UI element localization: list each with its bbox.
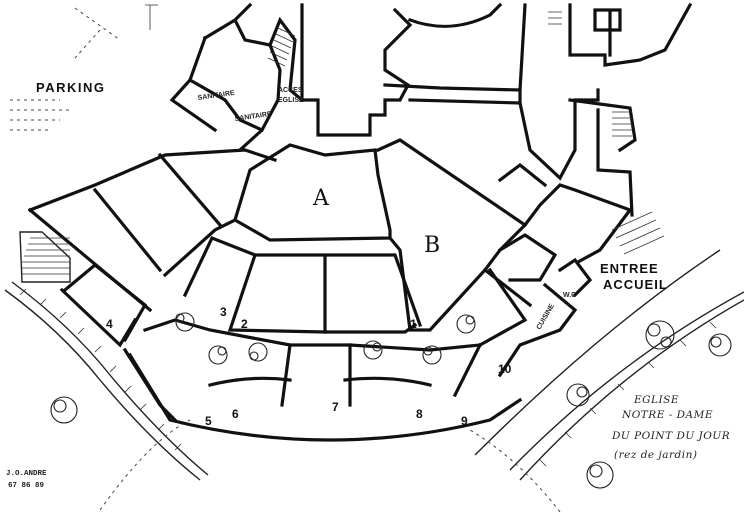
acces-label-line2: EGLISE — [278, 97, 304, 104]
hall-a-label: A — [312, 186, 330, 211]
room-number-10: 10 — [498, 362, 512, 376]
building-walls — [27, 2, 693, 442]
title-line-1: EGLISE — [633, 394, 679, 406]
background-marks — [10, 4, 158, 131]
room-number-5: 5 — [205, 414, 212, 428]
credit-line-2: 67 86 89 — [8, 482, 45, 490]
room-number-1: 1 — [410, 317, 417, 331]
entree-label-line2: ACCUEIL — [603, 277, 668, 292]
wc-label: W.C — [563, 292, 576, 299]
room-numbers: 1 2 3 4 5 6 7 8 9 10 — [106, 305, 512, 428]
credit-block: J.O.ANDRE 67 86 89 — [6, 470, 47, 490]
title-block: EGLISE NOTRE - DAME DU POINT DU JOUR (re… — [611, 394, 730, 461]
trees — [50, 312, 732, 489]
room-number-2: 2 — [241, 317, 248, 331]
hall-b-label: B — [424, 233, 440, 258]
parking-label: PARKING — [36, 80, 105, 95]
stairs — [19, 11, 665, 283]
title-line-4: (rez de jardin) — [614, 449, 697, 461]
room-number-4: 4 — [106, 317, 113, 331]
sanitaire-label-1: SANITAIRE — [197, 90, 235, 102]
room-number-9: 9 — [461, 414, 468, 428]
garden-boundary — [4, 249, 744, 512]
cuisine-label: CUISINE — [536, 303, 556, 331]
room-number-6: 6 — [232, 407, 239, 421]
title-line-2: NOTRE - DAME — [621, 409, 713, 421]
room-number-8: 8 — [416, 407, 423, 421]
room-number-7: 7 — [332, 400, 339, 414]
room-number-3: 3 — [220, 305, 227, 319]
acces-label-line1: ACCES — [278, 87, 303, 94]
credit-line-1: J.O.ANDRE — [6, 470, 47, 478]
entree-label-line1: ENTREE — [600, 261, 659, 276]
title-line-3: DU POINT DU JOUR — [611, 430, 730, 442]
